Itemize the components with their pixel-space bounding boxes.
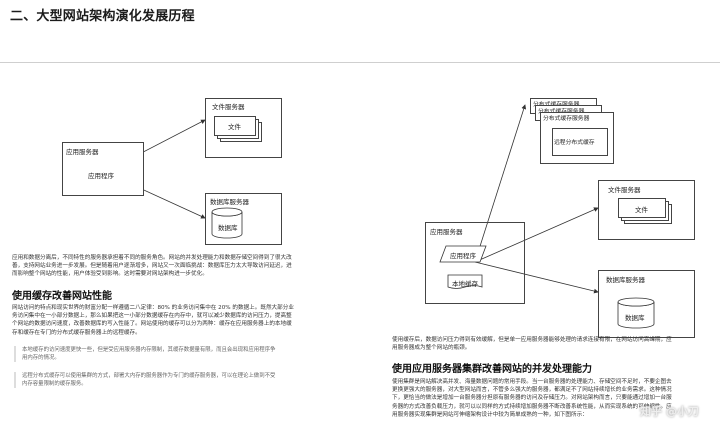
arrow-app-to-cache: [474, 104, 527, 263]
file-doc-right: [618, 198, 666, 218]
text-line: 本地缓存的访问速度更快一些，但是受应用服务器内存限制，其缓存数据量有限，而且会出…: [22, 347, 276, 353]
app-program-label-right: 应用程序: [450, 252, 476, 260]
text-line: 善，支持网站业务进一步发展。但是随着用户逐渐增多，网站又一次面临挑战：数据库压力…: [12, 263, 292, 270]
arrow-app-to-file-r: [474, 207, 599, 263]
arrow-app-to-db-r: [474, 261, 599, 294]
text-line: 而影响整个网站的性能，用户体验受到影响。这时需要对网站架构进一步优化。: [12, 271, 208, 278]
watermark: 知乎 @小刀: [640, 405, 699, 418]
text-line: 下，更恰当的做法是增加一台服务器分担原有服务器的访问及存储压力。对网站架构而言，…: [392, 395, 672, 402]
file-label-right: 文件: [635, 206, 648, 214]
db-server-box-right: [598, 270, 695, 338]
remote-cache-doc: [552, 128, 608, 156]
text-line: 网站访问的特点和现实世界的财富分配一样遵循二八定律：80% 的业务访问集中在 2…: [12, 305, 294, 311]
quote-remote-cache: 远程分布式缓存可以使用集群的方式，部署大内存的服务器作为专门的缓存服务器，可以在…: [14, 372, 344, 388]
page-heading: 二、大型网站架构演化发展历程: [10, 9, 195, 24]
local-cache-shape: [447, 274, 483, 289]
db-server-label-right: 数据库服务器: [606, 276, 645, 284]
db-server-label-left: 数据库服务器: [210, 198, 249, 206]
file-server-box-right: [598, 180, 695, 240]
file-doc-left: [214, 116, 256, 136]
text-line: 内存容量限制的缓存服务。: [22, 381, 87, 387]
text-line: 个网站的数据访问速度，改善数据库的写入性能了。网站使用的缓存可以分为两种：缓存在…: [12, 321, 292, 328]
text-line: 应用和数据分离后，不同特性的服务器承担着不同的服务角色。网站的并发处理能力和数据…: [12, 255, 292, 261]
section-title-cache: 使用缓存改善网站性能: [12, 291, 112, 302]
db-label-left: 数据库: [218, 224, 238, 232]
file-server-label-left: 文件服务器: [212, 103, 245, 111]
text-line: 用内存的情况。: [22, 355, 60, 361]
app-program-shape-right: [439, 245, 487, 263]
db-server-box-left: [205, 193, 282, 245]
file-label-left: 文件: [228, 123, 241, 131]
text-line: 用服务器成为整个网站的瓶颈。: [392, 345, 471, 352]
text-line: 使用集群是网站解决高并发、海量数据问题的常用手段。当一台服务器的处理能力、存储空…: [392, 379, 672, 385]
file-server-label-right: 文件服务器: [608, 186, 641, 194]
local-cache-label: 本地缓存: [452, 280, 478, 288]
left-body-paragraph: 网站访问的特点和现实世界的财富分配一样遵循二八定律：80% 的业务访问集中在 2…: [12, 304, 342, 337]
right-intro-paragraph: 使用缓存后，数据访问压力得到有效缓解，但是单一应用服务器能够处理的请求连接有限，…: [392, 336, 718, 352]
text-line: 使用缓存后，数据访问压力得到有效缓解，但是单一应用服务器能够处理的请求连接有限，…: [392, 337, 672, 343]
app-server-box-left: [62, 142, 144, 196]
section-title-cluster: 使用应用服务器集群改善网站的并发处理能力: [392, 364, 592, 375]
cache-server-label-3: 分布式缓存服务器: [543, 116, 590, 122]
app-server-label-left: 应用服务器: [66, 148, 99, 156]
divider: [0, 62, 720, 63]
app-server-box-right: [425, 222, 525, 304]
remote-cache-label: 远程分布式缓存: [554, 140, 595, 146]
app-program-label-left: 应用程序: [88, 172, 114, 180]
text-line: 更换更强大的服务器，对大型网站而言，不管多么强大的服务器，都满足不了网站持续增长…: [392, 387, 672, 394]
text-line: 用服务器实现集群是网站可伸缩架构设计中较为简单成熟的一种，如下图所示：: [392, 411, 588, 418]
right-body-paragraph: 使用集群是网站解决高并发、海量数据问题的常用手段。当一台服务器的处理能力、存储空…: [392, 378, 718, 419]
text-line: 务器的方式改善负载压力，就可以以同样的方式持续增加服务器不断改善系统性能，从而实…: [392, 403, 672, 410]
text-line: 务访问集中在一小部分数据上，那么如果把这一小部分数据缓存在内存中，就可以减少数据…: [12, 313, 292, 320]
text-line: 存和缓存在专门的分布式缓存服务器上的远程缓存。: [12, 329, 141, 336]
quote-local-cache: 本地缓存的访问速度更快一些，但是受应用服务器内存限制，其缓存数据量有限，而且会出…: [14, 346, 344, 362]
left-intro-paragraph: 应用和数据分离后，不同特性的服务器承担着不同的服务角色。网站的并发处理能力和数据…: [12, 254, 342, 279]
app-server-label-right: 应用服务器: [430, 228, 463, 236]
db-label-right: 数据库: [625, 314, 645, 322]
text-line: 远程分布式缓存可以使用集群的方式，部署大内存的服务器作为专门的缓存服务器，可以在…: [22, 373, 276, 379]
